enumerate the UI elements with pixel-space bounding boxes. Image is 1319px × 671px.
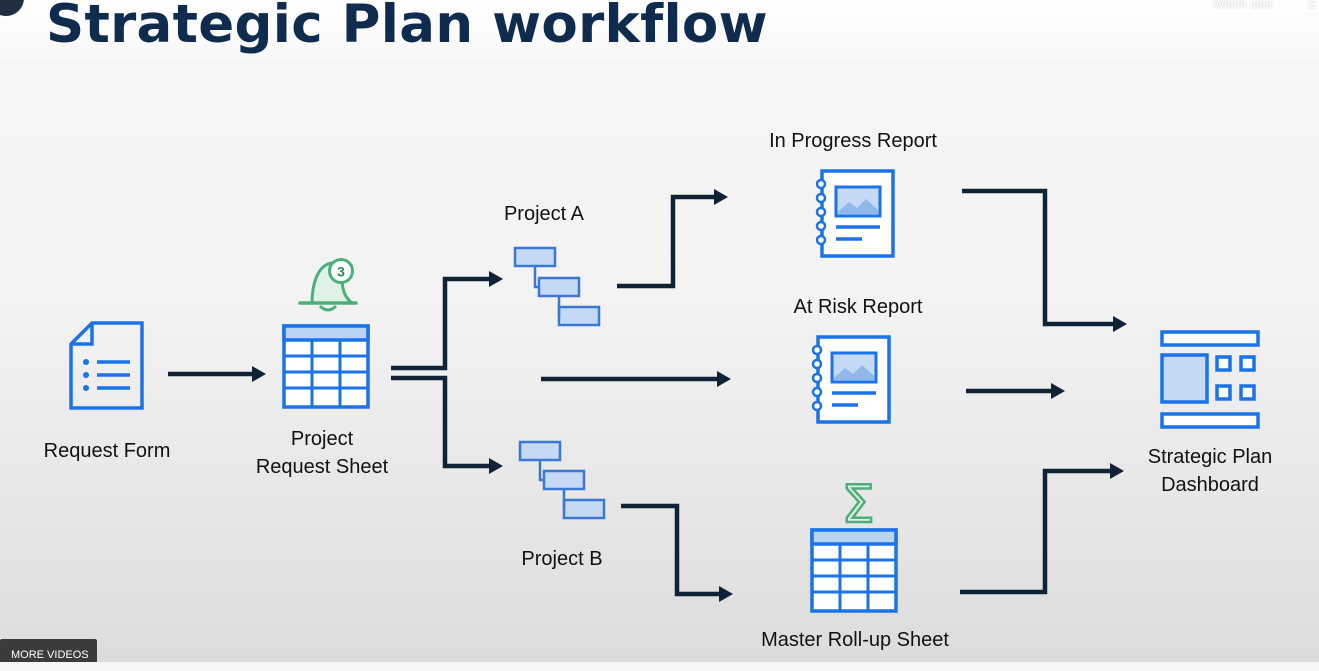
share-button[interactable]: S <box>1308 0 1317 11</box>
in-progress-report-icon <box>815 169 895 258</box>
project-b-label: Project B <box>521 548 603 570</box>
project-request-sheet-label-line1: Project <box>290 428 354 450</box>
sigma-icon: Σ <box>842 475 875 535</box>
project-b-gantt-icon <box>518 440 606 520</box>
arrow-sheet-to-project-a <box>391 276 493 371</box>
at-risk-report-label: At Risk Report <box>793 296 923 318</box>
notification-count-badge: 3 <box>337 264 345 280</box>
arrow-rollup-to-dashboard <box>960 468 1113 595</box>
dashboard-icon <box>1160 330 1260 429</box>
project-request-sheet-label: Project Request Sheet <box>240 425 404 481</box>
arrowheads <box>252 189 1127 602</box>
project-request-sheet-label-line2: Request Sheet <box>255 456 389 478</box>
more-videos-button[interactable]: MORE VIDEOS <box>0 639 97 662</box>
project-request-sheet-icon <box>282 324 370 409</box>
watch-later-button[interactable]: Watch later <box>1213 0 1274 11</box>
project-a-label: Project A <box>503 203 585 225</box>
dashboard-label-line2: Dashboard <box>1161 474 1259 496</box>
page-title: Strategic Plan workflow <box>46 0 768 55</box>
master-rollup-sheet-label: Master Roll-up Sheet <box>761 629 949 651</box>
arrow-project-b-to-rollup <box>621 503 722 597</box>
dashboard-label-line1: Strategic Plan <box>1147 446 1273 468</box>
arrow-project-a-to-in-progress <box>617 194 718 289</box>
bell-notification-icon: 3 <box>298 258 358 312</box>
at-risk-report-icon <box>811 335 891 424</box>
project-a-gantt-icon <box>513 246 601 327</box>
arrow-sheet-to-project-b <box>391 375 493 469</box>
title-band <box>0 0 1319 62</box>
in-progress-report-label: In Progress Report <box>769 130 937 152</box>
connectors <box>168 188 1117 597</box>
request-form-label: Request Form <box>43 440 171 462</box>
request-form-icon <box>69 321 144 410</box>
master-rollup-sheet-icon <box>810 528 898 613</box>
arrow-in-progress-to-dashboard <box>962 188 1117 327</box>
dashboard-label: Strategic Plan Dashboard <box>1131 443 1289 499</box>
